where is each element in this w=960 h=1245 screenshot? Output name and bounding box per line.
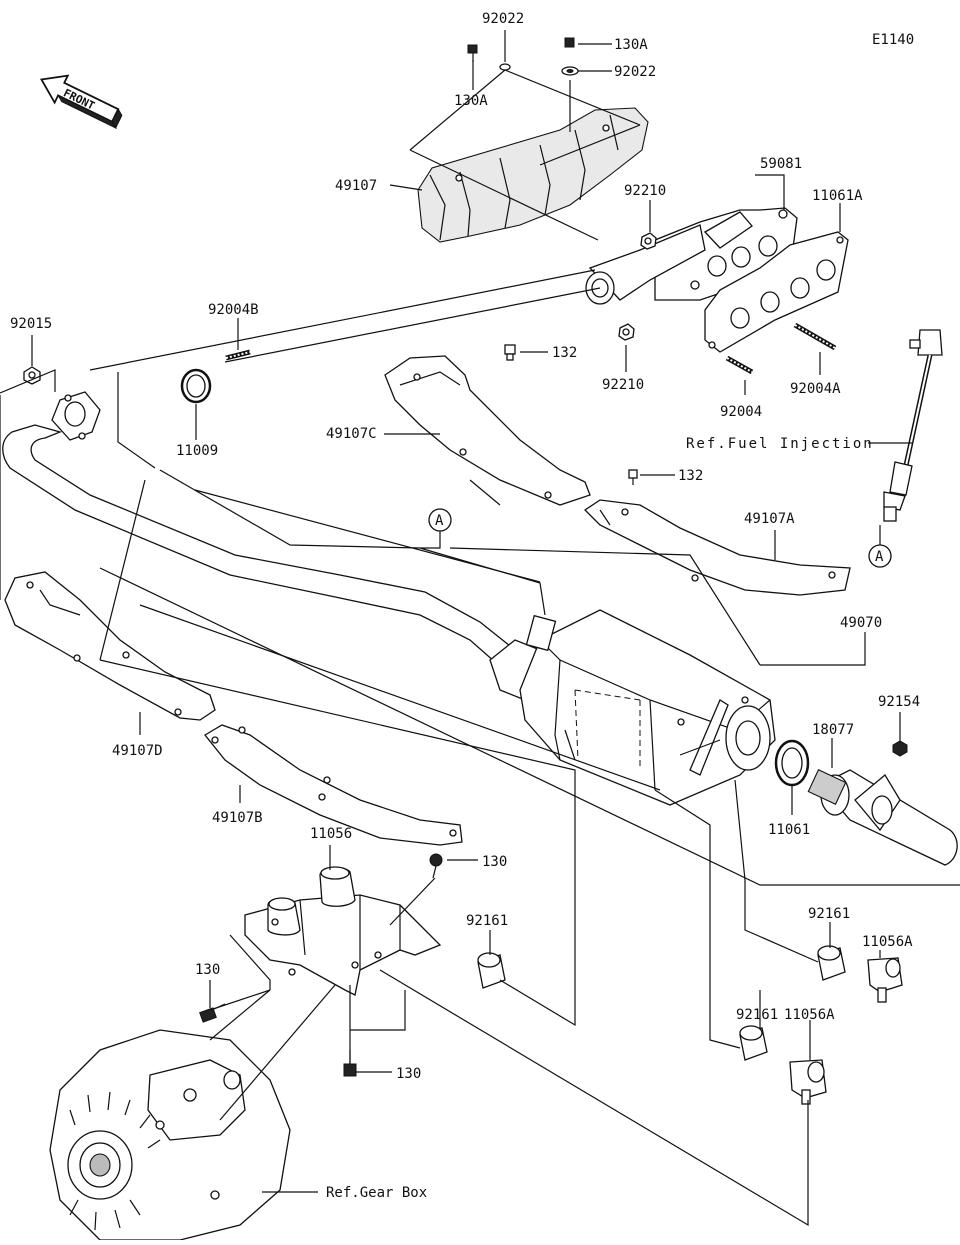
heat-shield-49107D [4, 571, 216, 721]
heat-shield-49107C [384, 355, 591, 506]
label-11056A-right: 11056A [862, 934, 913, 950]
label-130A-right: 130A [614, 37, 648, 53]
label-49107A: 49107A [744, 511, 795, 527]
bolt-132-top [504, 344, 516, 361]
label-49107B: 49107B [212, 810, 263, 826]
label-132-top: 132 [552, 345, 577, 361]
washer-92022-right [561, 66, 579, 76]
stud-92004A [793, 322, 837, 351]
gasket-11061A [704, 231, 849, 353]
nut-92210-top [640, 232, 657, 250]
bolt-130-top [429, 853, 443, 879]
label-92022-top: 92022 [482, 11, 524, 27]
label-ref-gear-box: Ref.Gear Box [326, 1185, 427, 1201]
front-arrow-icon: FRONT [39, 74, 123, 130]
label-a-center: A [435, 513, 444, 529]
label-49107D: 49107D [112, 743, 163, 759]
grommet-92161-right [817, 945, 846, 981]
nut-92015 [23, 366, 41, 385]
nut-92210-bottom [618, 323, 635, 341]
label-92161-mid: 92161 [466, 913, 508, 929]
clamp-11056A-low [789, 1059, 827, 1105]
gear-box [49, 1029, 291, 1241]
heat-shield-49107A [583, 499, 851, 596]
label-11061: 11061 [768, 822, 810, 838]
label-a-right: A [875, 549, 884, 565]
o2-sensor [883, 329, 943, 522]
diagram-code: E1140 [872, 32, 914, 48]
label-18077: 18077 [812, 722, 854, 738]
bolt-130A-right [564, 37, 575, 48]
label-92015: 92015 [10, 316, 52, 332]
label-49070: 49070 [840, 615, 882, 631]
label-11061A: 11061A [812, 188, 863, 204]
spark-arrestor-18077 [807, 769, 958, 866]
label-11056: 11056 [310, 826, 352, 842]
gasket-11009 [180, 368, 212, 404]
ref-circle-a-center [428, 508, 452, 532]
label-11056A-low: 11056A [784, 1007, 835, 1023]
label-ref-fuel-injection: Ref.Fuel Injection [686, 436, 874, 452]
label-59081: 59081 [760, 156, 802, 172]
label-92004A: 92004A [790, 381, 841, 397]
washer-92022-top [499, 63, 511, 71]
nut-92154 [892, 740, 908, 757]
label-130A-left: 130A [454, 93, 488, 109]
label-130-bottom: 130 [396, 1066, 421, 1082]
label-92004: 92004 [720, 404, 762, 420]
ref-circle-a-right [868, 544, 892, 568]
label-130-left: 130 [195, 962, 220, 978]
label-49107: 49107 [335, 178, 377, 194]
label-49107C: 49107C [326, 426, 377, 442]
grommet-92161-mid [477, 952, 506, 989]
leader-lines [0, 30, 960, 1227]
dashed-guide [574, 689, 641, 770]
stud-92004 [725, 355, 754, 375]
bolt-130A-left [467, 44, 478, 62]
label-92161-low: 92161 [736, 1007, 778, 1023]
label-11009: 11009 [176, 443, 218, 459]
gasket-11061 [774, 739, 810, 787]
label-92154: 92154 [878, 694, 920, 710]
heat-shield-49107 [417, 107, 649, 243]
muffler-49070 [519, 609, 776, 806]
bolt-132-mid [628, 469, 638, 485]
label-92161-right: 92161 [808, 906, 850, 922]
stud-92004B [225, 349, 251, 361]
label-92210-bottom: 92210 [602, 377, 644, 393]
label-92004B: 92004B [208, 302, 259, 318]
grommet-92161-low [739, 1025, 768, 1061]
label-92022-right: 92022 [614, 64, 656, 80]
label-92210-top: 92210 [624, 183, 666, 199]
label-130-top: 130 [482, 854, 507, 870]
clamp-11056A-right [867, 957, 903, 1003]
heat-shield-49107B [204, 724, 463, 846]
label-132-mid: 132 [678, 468, 703, 484]
bracket-11056 [244, 866, 442, 996]
